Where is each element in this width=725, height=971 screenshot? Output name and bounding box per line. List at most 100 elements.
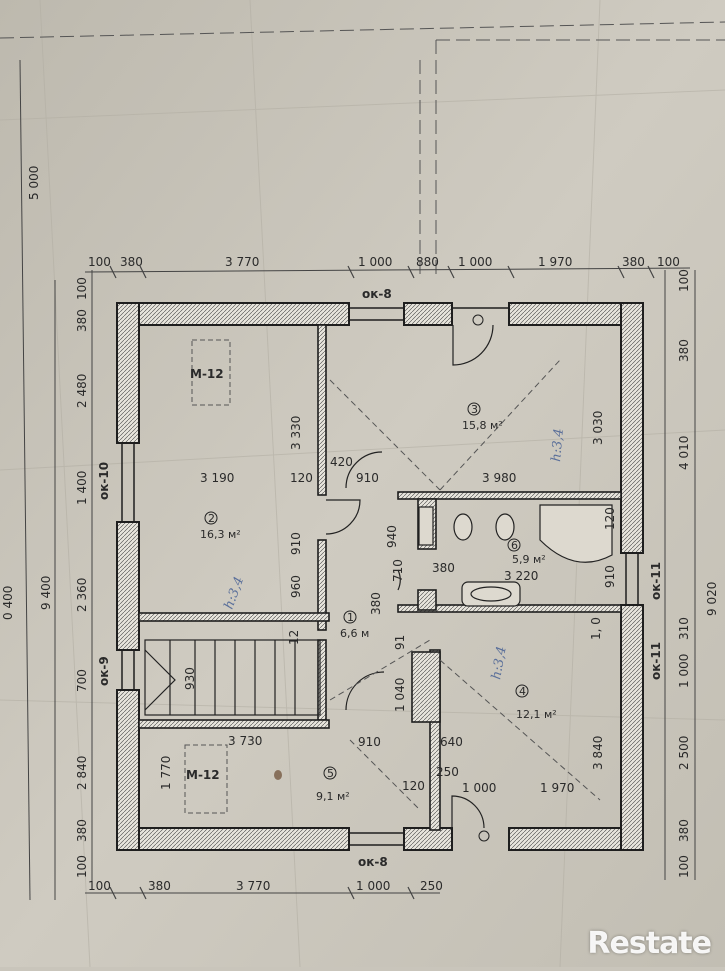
dim-int-960: 960 [289, 575, 303, 598]
room-area-1: 6,6 м [340, 627, 369, 640]
dim-int-3840: 3 840 [591, 736, 605, 770]
dim-top-0: 100 [88, 255, 111, 269]
dim-int-1000: 1 000 [462, 781, 496, 795]
tag-ok8-top: ок-8 [362, 287, 392, 301]
dim-int-930: 930 [183, 667, 197, 690]
dim-top-4: 880 [416, 255, 439, 269]
dim-bottom-2: 3 770 [236, 879, 270, 893]
dimension-lines [19, 59, 696, 901]
room-area-3: 15,8 м² [462, 419, 503, 432]
dim-right-3: 310 [677, 617, 691, 640]
dim-int-910d: 910 [358, 735, 381, 749]
exterior-walls [116, 302, 644, 851]
dim-bottom-3: 1 000 [356, 879, 390, 893]
room-area-4: 12,1 м² [516, 708, 557, 721]
tag-ok8-bottom: ок-8 [358, 855, 388, 869]
room-labels: 2 16,3 м² 3 15,8 м² 6 5,9 м² 1 6,6 м 4 1… [200, 403, 557, 803]
dim-right-2: 4 010 [677, 436, 691, 470]
watermark-logo: Restate [587, 926, 712, 961]
dim-right-5: 2 500 [677, 736, 691, 770]
tag-ok11-lower: ок-11 [649, 642, 663, 680]
tag-m12-lower: М-12 [186, 768, 220, 782]
interior-walls [138, 324, 622, 831]
door-swings [325, 324, 494, 829]
dim-int-12: 12 [287, 630, 301, 645]
left-outer-dimensions: 5 000 0 400 9 400 [1, 166, 53, 620]
room-area-5: 9,1 м² [316, 790, 350, 803]
window-openings [121, 307, 639, 846]
dim-left-5: 700 [75, 669, 89, 692]
handwritten-height-2: h:3,4 [549, 428, 567, 463]
dim-int-120b: 120 [603, 507, 617, 530]
dim-left-4: 2 360 [75, 578, 89, 612]
diagonal-markings [329, 359, 601, 811]
room-number-4: 4 [519, 685, 526, 698]
dim-int-10: 1, 0 [589, 617, 603, 640]
dim-right-4: 1 000 [677, 654, 691, 688]
dim-int-1040: 1 040 [393, 678, 407, 712]
bathroom-fixtures [418, 504, 613, 607]
interior-dimensions: 3 190 120 420 910 3 980 3 330 910 960 94… [159, 411, 617, 795]
right-dimensions: 100 380 4 010 310 1 000 2 500 380 100 9 … [677, 269, 719, 878]
paper-stain [274, 770, 282, 780]
dim-int-910b: 910 [289, 532, 303, 555]
dim-top-3: 1 000 [358, 255, 392, 269]
dim-int-120a: 120 [290, 471, 313, 485]
dim-bottom-1: 380 [148, 879, 171, 893]
dim-right-7: 100 [677, 855, 691, 878]
equipment-boxes [184, 339, 231, 814]
dim-left-0: 100 [75, 277, 89, 300]
dim-int-910a: 910 [356, 471, 379, 485]
element-tags: ок-8 ок-8 ок-10 ок-9 ок-11 ок-11 М-12 М-… [97, 287, 663, 869]
dim-right-0: 100 [677, 269, 691, 292]
dim-int-91: 91 [393, 635, 407, 650]
dim-left-1: 380 [75, 309, 89, 332]
dim-right-1: 380 [677, 339, 691, 362]
dim-bottom-4: 250 [420, 879, 443, 893]
room-area-6: 5,9 м² [512, 553, 546, 566]
left-inner-dimensions: 100 380 2 480 1 400 2 360 700 2 840 380 … [75, 277, 89, 878]
tag-ok10: ок-10 [97, 462, 111, 500]
dim-int-3030: 3 030 [591, 411, 605, 445]
room-number-3: 3 [471, 403, 478, 416]
tag-ok11-upper: ок-11 [649, 562, 663, 600]
dim-int-3220: 3 220 [504, 569, 538, 583]
dim-top-7: 380 [622, 255, 645, 269]
bottom-dimensions: 100 380 3 770 1 000 250 [88, 879, 443, 893]
staircase [144, 639, 321, 716]
dim-int-3980: 3 980 [482, 471, 516, 485]
dim-int-420: 420 [330, 455, 353, 469]
room-number-1: 1 [347, 611, 354, 624]
dim-left-6: 2 840 [75, 756, 89, 790]
room-number-6: 6 [511, 539, 518, 552]
construction-lines [0, 21, 725, 280]
dim-top-1: 380 [120, 255, 143, 269]
dim-int-710: 710 [391, 559, 405, 582]
tag-ok9: ок-9 [97, 656, 111, 686]
dim-left-2: 2 480 [75, 374, 89, 408]
dim-top-8: 100 [657, 255, 680, 269]
dim-left-7: 380 [75, 819, 89, 842]
dim-top-6: 1 970 [538, 255, 572, 269]
dim-right-outer-0: 9 020 [705, 582, 719, 616]
dim-int-250: 250 [436, 765, 459, 779]
dim-int-3730: 3 730 [228, 734, 262, 748]
room-number-2: 2 [208, 512, 215, 525]
dim-left-outer-0: 5 000 [27, 166, 41, 200]
dim-int-1970: 1 970 [540, 781, 574, 795]
dim-int-910c: 910 [603, 565, 617, 588]
room-number-5: 5 [327, 767, 334, 780]
dim-right-6: 380 [677, 819, 691, 842]
dim-int-3190: 3 190 [200, 471, 234, 485]
dim-int-640: 640 [440, 735, 463, 749]
room-number-circles [204, 314, 529, 842]
dim-bottom-0: 100 [88, 879, 111, 893]
dim-left-outer-1: 0 400 [1, 586, 15, 620]
dim-int-1770: 1 770 [159, 756, 173, 790]
handwritten-height-3: h:3,4 [489, 645, 510, 681]
room-area-2: 16,3 м² [200, 528, 241, 541]
dim-int-940: 940 [385, 525, 399, 548]
